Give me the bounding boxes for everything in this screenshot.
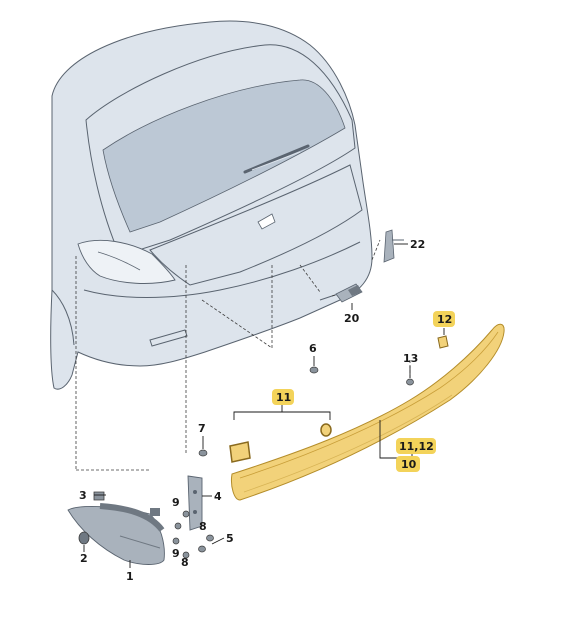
callout-20: 20: [344, 312, 360, 325]
screw-13: [406, 378, 414, 386]
badge-10: [396, 456, 420, 472]
light-strip-body: [231, 323, 505, 501]
callout-9a: 9: [172, 496, 180, 509]
callout-22: 22: [410, 238, 425, 251]
screw-8b: [182, 551, 190, 559]
body-tail-lamp-outline: [77, 239, 176, 284]
screw-9a: [182, 510, 190, 518]
callout-13: 13: [403, 352, 418, 365]
mounting-bracket-4: [187, 475, 203, 531]
screw-8a: [174, 522, 182, 530]
tail-light-bulb-holder: [150, 508, 160, 516]
callout-12: 12: [437, 313, 452, 326]
callout-7: 7: [198, 422, 206, 435]
rear-window-glass: [102, 79, 346, 233]
cover-cap-2: [78, 531, 90, 545]
bracket-22: [383, 229, 404, 263]
callout-4: 4: [214, 490, 222, 503]
rear-bumper: [83, 241, 361, 298]
rear-window-frame: [85, 44, 356, 257]
screw-9b: [172, 537, 180, 545]
callout-2: 2: [80, 552, 88, 565]
tail-light: [67, 503, 165, 565]
nut-3: [93, 491, 105, 501]
rear-wiper: [243, 144, 310, 174]
car-body-rear: [50, 20, 373, 390]
callout-6: 6: [309, 342, 317, 355]
callout-8a: 8: [199, 520, 207, 533]
callout-11b: 11,12: [399, 440, 434, 453]
callout-5: 5: [226, 532, 234, 545]
tailgate-handle: [257, 213, 276, 230]
callout-8b: 8: [181, 556, 189, 569]
tailgate: [149, 164, 363, 286]
clip-12: [437, 335, 449, 349]
gasket-small: [320, 423, 332, 437]
screw-7: [198, 449, 208, 457]
rear-light-strip: [229, 323, 505, 501]
screw-6: [309, 366, 319, 374]
badge-12: [433, 311, 455, 327]
gasket-ring: [229, 441, 251, 463]
screw-5a: [206, 534, 214, 542]
callout-labels: 1 2 3 4 5 6 7 8 8 9 9 10 11 11,12 12 13 …: [79, 238, 452, 583]
callout-10: 10: [401, 458, 417, 471]
callout-3: 3: [79, 489, 87, 502]
callout-11a: 11: [276, 391, 291, 404]
car-body-silhouette: [50, 20, 373, 390]
screw-5b: [198, 545, 206, 553]
badge-11: [272, 389, 294, 405]
licence-plate-light: [335, 283, 363, 303]
badge-11-12: [396, 438, 436, 454]
assembly-guides: [75, 239, 411, 471]
highlight-badges: [272, 311, 455, 472]
fasteners: [172, 366, 414, 559]
callout-9b: 9: [172, 547, 180, 560]
callout-1: 1: [126, 570, 134, 583]
